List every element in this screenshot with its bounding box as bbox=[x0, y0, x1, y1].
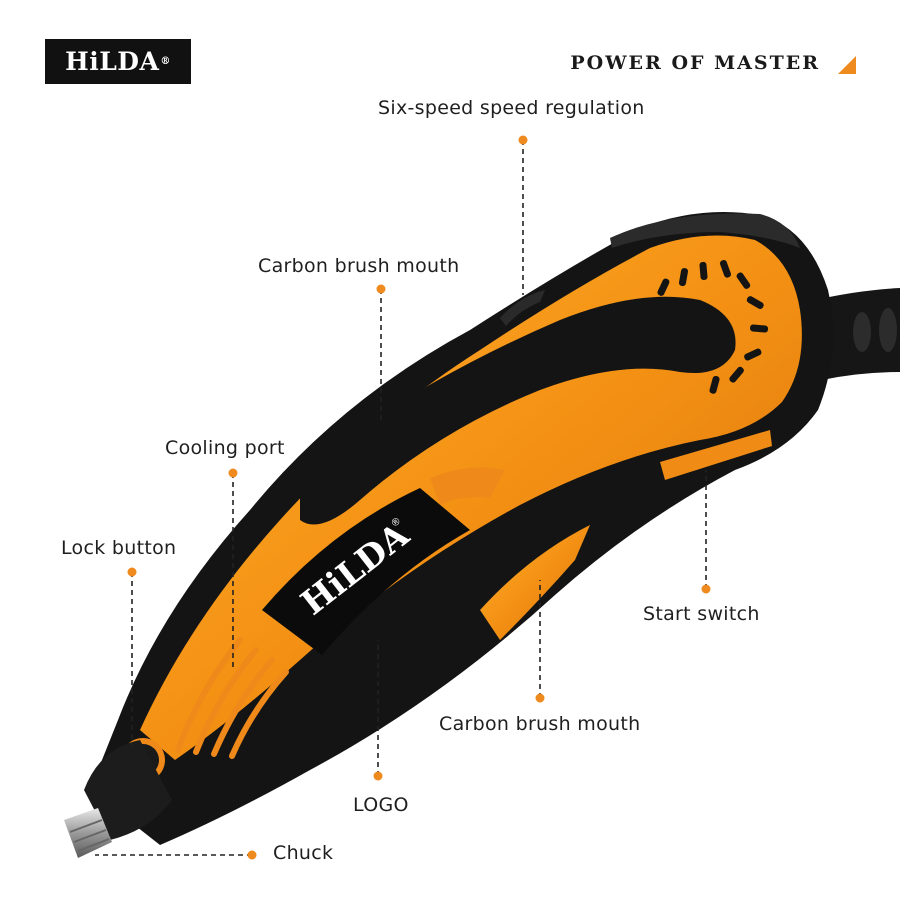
brand-logo: HiLDA® bbox=[45, 39, 191, 84]
power-cord bbox=[815, 288, 900, 380]
callout-logo: LOGO bbox=[353, 794, 409, 816]
tagline-triangle-icon bbox=[838, 56, 856, 74]
dot-lock bbox=[127, 567, 137, 577]
callout-cooling-port: Cooling port bbox=[165, 437, 285, 459]
brand-logo-text: HiLDA bbox=[65, 47, 160, 76]
brand-tagline: POWER OF MASTER bbox=[570, 52, 820, 74]
dot-chuck bbox=[247, 850, 257, 860]
callout-carbon-brush-top: Carbon brush mouth bbox=[258, 255, 460, 277]
dot-start bbox=[701, 584, 711, 594]
front-cooling-slots bbox=[175, 637, 289, 759]
callout-chuck: Chuck bbox=[273, 842, 334, 864]
callout-lock-button: Lock button bbox=[61, 537, 177, 559]
callout-leaders bbox=[95, 140, 707, 856]
tool-body bbox=[64, 211, 834, 858]
callout-start-switch: Start switch bbox=[643, 603, 760, 625]
callout-speed-regulation: Six-speed speed regulation bbox=[378, 97, 645, 119]
dot-brush-bottom bbox=[535, 693, 545, 703]
dot-cooling bbox=[228, 468, 238, 478]
dot-speed bbox=[518, 135, 528, 145]
dot-logo bbox=[373, 771, 383, 781]
callout-dots bbox=[127, 135, 711, 860]
rear-vents bbox=[657, 260, 769, 394]
dot-brush-top bbox=[376, 284, 386, 294]
chuck-collet bbox=[64, 808, 112, 858]
brand-registered-mark: ® bbox=[160, 56, 171, 67]
callout-carbon-brush-bottom: Carbon brush mouth bbox=[439, 713, 641, 735]
